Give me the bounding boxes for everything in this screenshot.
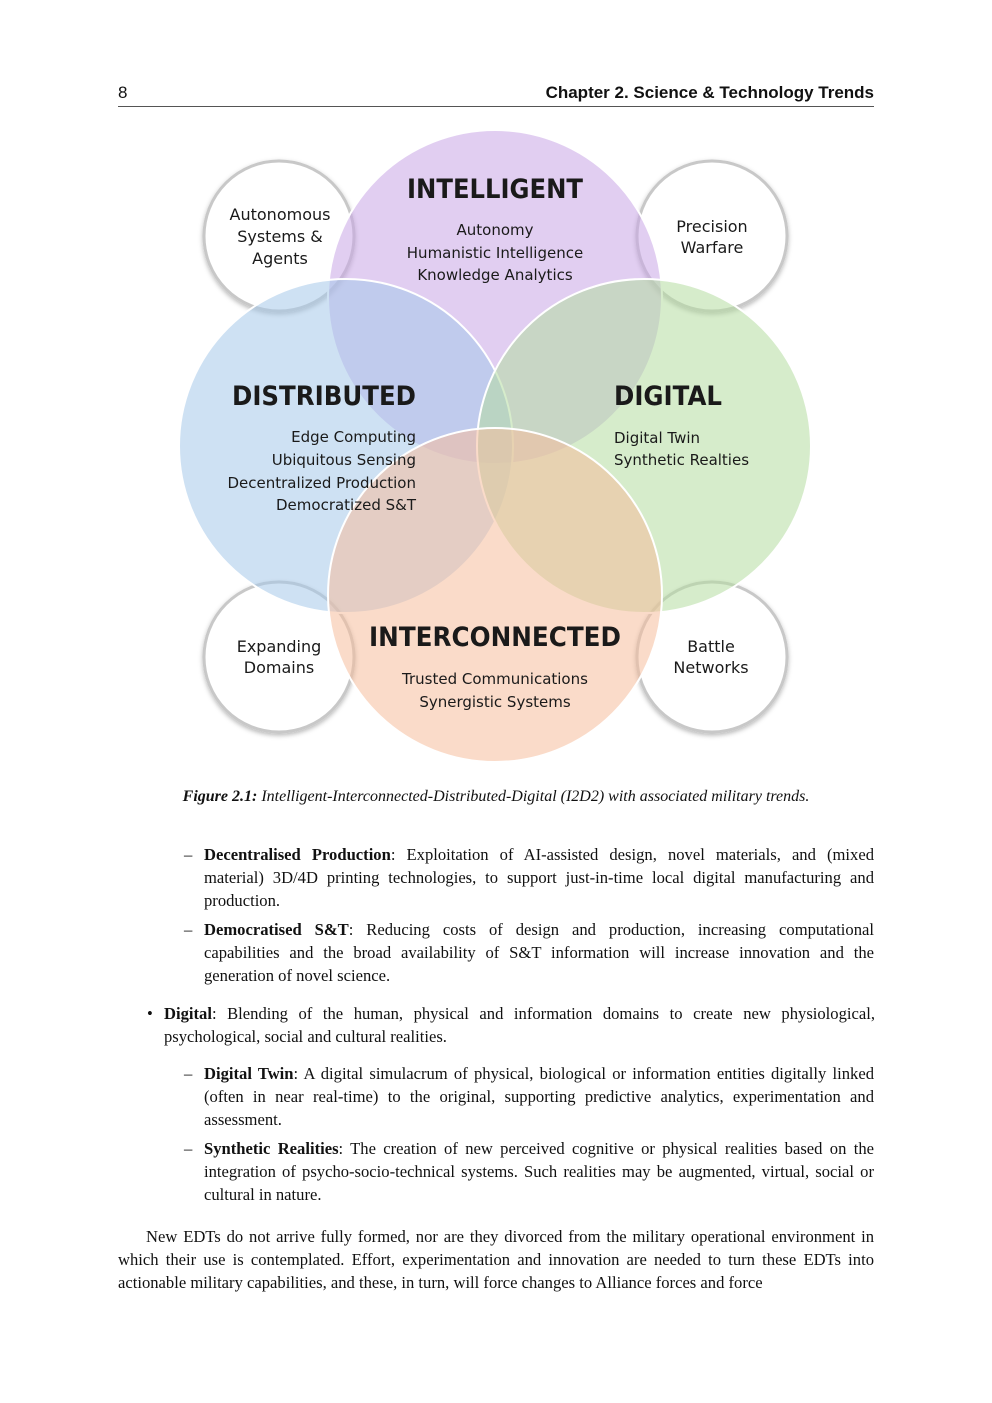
interconnected-item: Trusted Communications [401,670,588,688]
figure-caption-text: Intelligent-Interconnected-Distributed-D… [261,788,810,805]
list-item-digital: Digital: Blending of the human, physical… [164,1003,875,1049]
chapter-title: Chapter 2. Science & Technology Trends [545,83,874,102]
intelligent-item: Knowledge Analytics [417,266,573,284]
digital-item: Synthetic Realties [614,451,749,469]
distributed-item: Edge Computing [291,428,416,446]
figure-caption: Figure 2.1: Intelligent-Interconnected-D… [118,788,874,806]
digital-item: Digital Twin [614,429,700,447]
list-term: Synthetic Realities [204,1139,339,1158]
distributed-item: Ubiquitous Sensing [272,451,416,469]
i2d2-diagram: INTELLIGENT Autonomy Humanistic Intellig… [178,129,812,763]
dash-marker: – [184,1064,193,1083]
distributed-title: DISTRIBUTED [232,381,416,412]
list-term: Digital Twin [204,1064,294,1083]
intelligent-title: INTELLIGENT [407,174,584,205]
list-text: : The creation of new perceived cognitiv… [204,1139,874,1204]
digital-title: DIGITAL [614,381,722,412]
satellite-top-left-label: Agents [252,249,308,268]
list-item-democratised-st: Democratised S&T: Reducing costs of desi… [204,919,874,987]
satellite-top-right-label: Precision [676,217,747,236]
venn-svg: INTELLIGENT Autonomy Humanistic Intellig… [178,129,812,763]
dash-marker: – [184,920,193,939]
satellite-top-left-label: Autonomous [230,205,331,224]
satellite-bottom-right-label: Networks [673,658,748,677]
list-item-decentralised-production: Decentralised Production: Exploitation o… [204,844,874,912]
interconnected-title: INTERCONNECTED [369,622,621,653]
intelligent-item: Autonomy [457,221,534,239]
list-term: Decentralised Production [204,845,391,864]
list-text: : Exploitation of AI-assisted design, no… [204,845,874,910]
page-number: 8 [118,83,128,102]
list-term: Democratised S&T [204,920,349,939]
list-text: : Reducing costs of design and productio… [204,920,874,985]
list-item-digital-twin: Digital Twin: A digital simulacrum of ph… [204,1063,874,1131]
list-text: : Blending of the human, physical and in… [164,1004,875,1046]
list-item-synthetic-realities: Synthetic Realities: The creation of new… [204,1138,874,1206]
list-term: Digital [164,1004,212,1023]
interconnected-item: Synergistic Systems [419,693,571,711]
dash-marker: – [184,845,193,864]
satellite-top-left-label: Systems & [237,227,323,246]
satellite-bottom-right-label: Battle [687,637,735,656]
list-text: : A digital simulacrum of physical, biol… [204,1064,875,1129]
satellite-top-right-label: Warfare [681,238,744,257]
satellite-bottom-left-label: Expanding [237,637,322,656]
distributed-item: Decentralized Production [227,474,416,492]
intelligent-item: Humanistic Intelligence [407,244,583,262]
interconnected-circle [327,427,663,763]
bullet-marker: • [147,1004,153,1023]
satellite-bottom-left-label: Domains [244,658,314,677]
dash-marker: – [184,1139,193,1158]
figure-label: Figure 2.1: [182,788,258,805]
distributed-item: Democratized S&T [276,496,417,514]
running-header: 8 Chapter 2. Science & Technology Trends [118,82,874,107]
body-paragraph: New EDTs do not arrive fully formed, nor… [118,1227,874,1292]
